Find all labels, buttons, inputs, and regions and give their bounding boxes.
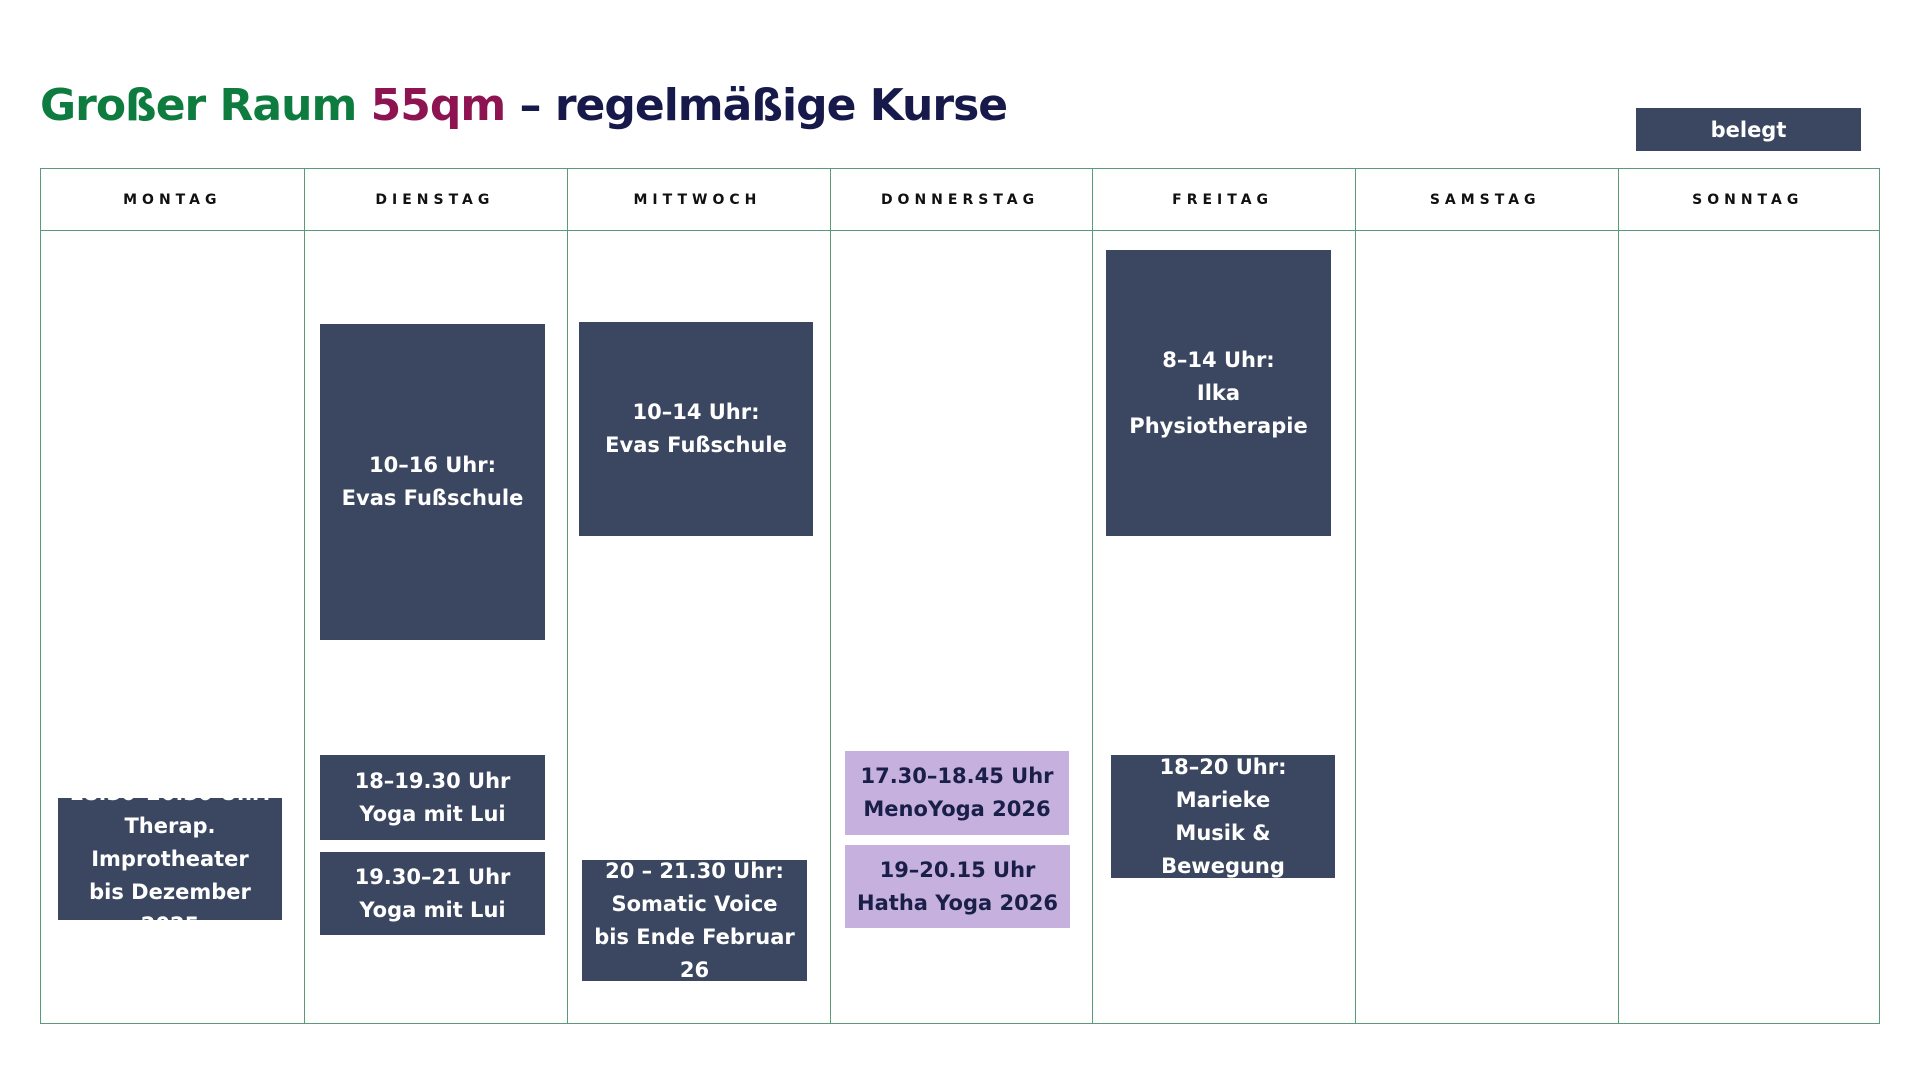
event-time: 10–14 Uhr:: [632, 400, 760, 424]
weekly-schedule: MONTAG DIENSTAG MITTWOCH DONNERSTAG FREI…: [40, 168, 1880, 1024]
day-monday: MONTAG: [123, 191, 222, 208]
event-thursday-hatha-yoga[interactable]: 19–20.15 Uhr Hatha Yoga 2026: [845, 845, 1070, 928]
day-header-row: MONTAG DIENSTAG MITTWOCH DONNERSTAG FREI…: [41, 169, 1879, 231]
event-friday-physiotherapie[interactable]: 8–14 Uhr: Ilka Physiotherapie: [1106, 250, 1331, 536]
column-divider: [303, 169, 305, 1023]
event-time: 18.30–20.30 Uhr:: [69, 780, 271, 805]
event-thursday-menoyoga[interactable]: 17.30–18.45 Uhr MenoYoga 2026: [845, 751, 1069, 835]
title-subtitle: – regelmäßige Kurse: [519, 80, 1009, 131]
day-friday: FREITAG: [1172, 191, 1274, 208]
day-sunday: SONNTAG: [1692, 191, 1804, 208]
event-wednesday-fussschule[interactable]: 10–14 Uhr: Evas Fußschule: [579, 322, 813, 536]
event-wednesday-somatic-voice[interactable]: 20 – 21.30 Uhr: Somatic Voice bis Ende F…: [582, 859, 807, 982]
event-tuesday-yoga-1[interactable]: 18–19.30 Uhr Yoga mit Lui: [320, 755, 545, 840]
event-time: 19–20.15 Uhr: [879, 857, 1036, 882]
title-size: 55qm: [370, 80, 507, 131]
event-note: bis Dezember 2025: [89, 879, 251, 937]
column-divider: [1092, 169, 1094, 1023]
day-thursday: DONNERSTAG: [880, 191, 1040, 208]
column-divider: [566, 169, 568, 1023]
event-tuesday-yoga-2[interactable]: 19.30–21 Uhr Yoga mit Lui: [320, 852, 545, 935]
event-title: Ilka Physiotherapie: [1129, 380, 1308, 438]
column-divider: [829, 169, 831, 1023]
event-title: Evas Fußschule: [341, 486, 524, 510]
event-title: MenoYoga 2026: [863, 797, 1051, 821]
event-title: Musik & Bewegung: [1161, 820, 1285, 878]
event-time: 8–14 Uhr:: [1162, 347, 1275, 372]
title-room: Großer Raum: [40, 80, 357, 131]
day-tuesday: DIENSTAG: [375, 191, 495, 208]
legend-occupied: belegt: [1636, 108, 1861, 151]
event-time: 20 – 21.30 Uhr:: [605, 858, 784, 883]
column-divider: [1355, 169, 1357, 1023]
event-monday-improtheater[interactable]: 18.30–20.30 Uhr: Therap. Improtheater bi…: [58, 781, 282, 937]
page-title: Großer Raum 55qm – regelmäßige Kurse: [40, 80, 1009, 131]
event-title: Yoga mit Lui: [359, 801, 506, 826]
day-wednesday: MITTWOCH: [633, 191, 762, 208]
event-title: Hatha Yoga 2026: [857, 890, 1058, 915]
event-time: 19.30–21 Uhr: [354, 864, 511, 889]
event-time: 10–16 Uhr:: [368, 453, 496, 477]
event-title: Therap. Improtheater: [91, 813, 249, 871]
event-tuesday-fussschule[interactable]: 10–16 Uhr: Evas Fußschule: [320, 324, 545, 640]
event-time: 18–20 Uhr: Marieke: [1159, 754, 1287, 812]
event-title: Evas Fußschule: [605, 433, 787, 457]
day-saturday: SAMSTAG: [1429, 191, 1541, 208]
event-friday-musik-bewegung[interactable]: 18–20 Uhr: Marieke Musik & Bewegung: [1111, 755, 1335, 878]
event-title: Yoga mit Lui: [359, 897, 506, 922]
event-time: 17.30–18.45 Uhr: [860, 764, 1054, 788]
column-divider: [1618, 169, 1619, 1023]
event-note: bis Ende Februar 26: [594, 924, 795, 982]
event-title: Somatic Voice: [611, 891, 778, 916]
event-time: 18–19.30 Uhr: [354, 768, 511, 793]
